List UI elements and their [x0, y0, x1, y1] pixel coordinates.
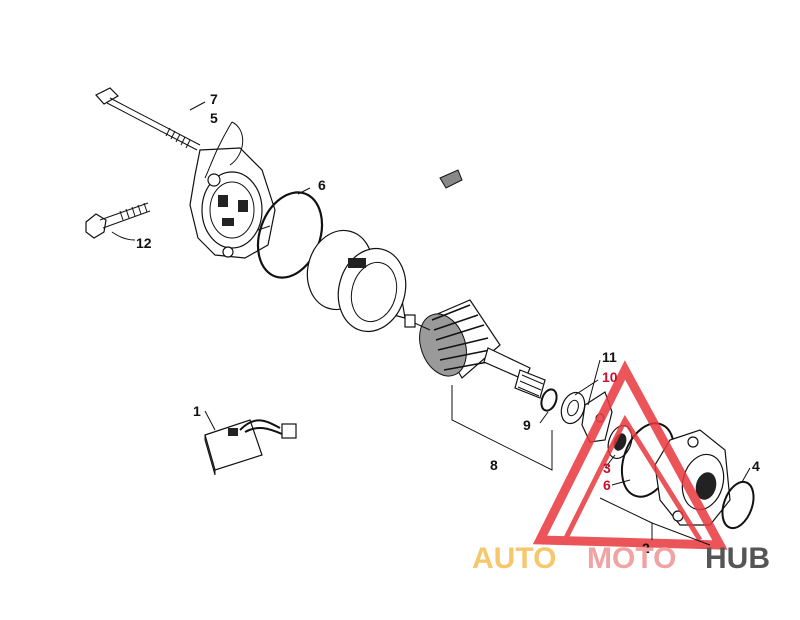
brush-end-cover	[189, 147, 276, 259]
watermark-hub: HUB	[705, 542, 770, 575]
watermark-triangle	[532, 360, 728, 550]
mounting-bolt	[85, 202, 151, 239]
thrust-washer	[560, 391, 586, 425]
callout-12: 12	[136, 235, 152, 251]
callout-8: 8	[490, 457, 498, 473]
callout-labels: 7 5 6 12 1 9 8 11 10 3 6 4 2	[136, 91, 760, 556]
callout-9: 9	[523, 417, 531, 433]
callout-6-front: 6	[603, 477, 611, 493]
callout-6-rear: 6	[318, 177, 326, 193]
callout-4: 4	[752, 458, 760, 474]
callout-7: 7	[210, 91, 218, 107]
watermark-logo-text: AUTO MOTO HUB	[472, 542, 770, 575]
o-ring-small	[721, 480, 755, 530]
watermark-moto: MOTO	[587, 542, 676, 575]
through-bolt	[95, 87, 201, 151]
callout-3: 3	[603, 460, 611, 476]
leader-lines	[111, 101, 751, 546]
washer-9	[540, 388, 558, 412]
callout-10: 10	[602, 369, 618, 385]
armature	[404, 299, 546, 399]
callout-2: 2	[642, 540, 650, 556]
callout-1: 1	[193, 403, 201, 419]
yoke-housing	[306, 229, 407, 333]
retaining-clip	[439, 169, 463, 189]
starter-relay	[204, 419, 297, 476]
watermark-auto: AUTO	[472, 542, 556, 575]
callout-5: 5	[210, 110, 218, 126]
callout-11: 11	[602, 349, 617, 365]
